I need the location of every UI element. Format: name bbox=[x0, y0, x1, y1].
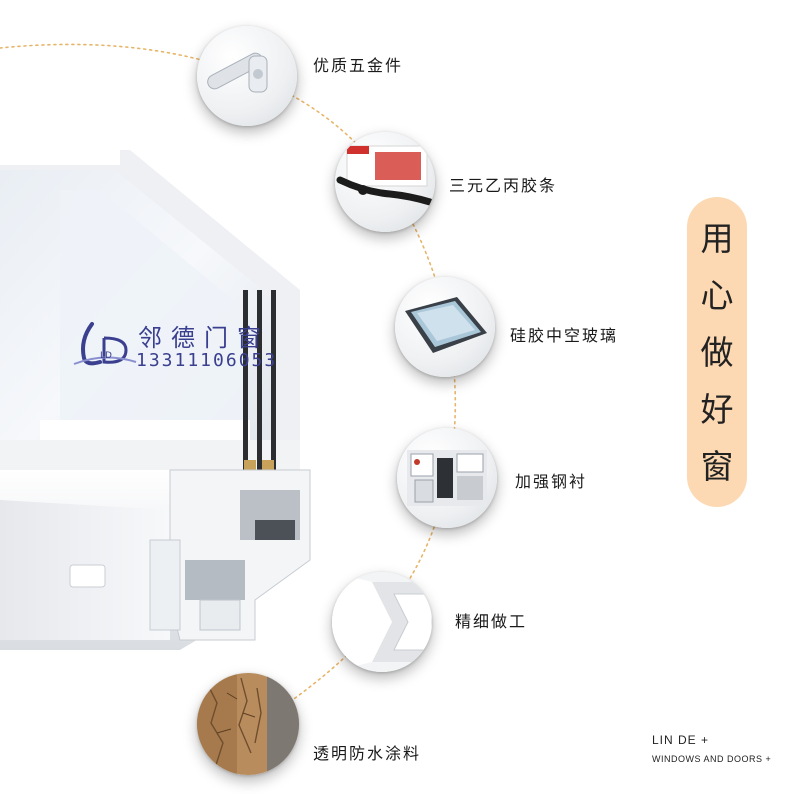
corner-joint-icon bbox=[332, 572, 432, 672]
slogan-char: 做 bbox=[700, 332, 734, 372]
rubber-seal-strip-icon bbox=[335, 132, 435, 232]
feature-label: 透明防水涂料 bbox=[313, 744, 422, 763]
insulated-glass-icon bbox=[395, 277, 495, 377]
brand-mark: LIN DE + WINDOWS AND DOORS + bbox=[652, 733, 771, 764]
slogan-banner: 用 心 做 好 窗 bbox=[687, 197, 747, 507]
feature-label: 加强钢衬 bbox=[515, 472, 588, 491]
slogan-char: 用 bbox=[700, 218, 734, 258]
brand-tagline: WINDOWS AND DOORS + bbox=[652, 754, 772, 764]
waterproof-coating-icon bbox=[197, 673, 299, 775]
svg-text:LD: LD bbox=[100, 351, 112, 361]
watermark-phone: 13311106053 bbox=[136, 350, 278, 371]
slogan-char: 心 bbox=[700, 275, 734, 315]
steel-liner-profile-icon bbox=[397, 428, 497, 528]
window-handle-icon bbox=[197, 26, 297, 126]
slogan-char: 好 bbox=[700, 389, 734, 429]
watermark-name: 邻德门窗 bbox=[138, 324, 270, 352]
slogan-char: 窗 bbox=[700, 446, 734, 486]
feature-label: 三元乙丙胶条 bbox=[449, 176, 558, 195]
ld-logo-icon: LD bbox=[73, 322, 137, 366]
feature-label: 硅胶中空玻璃 bbox=[510, 326, 619, 345]
feature-label: 优质五金件 bbox=[313, 56, 404, 75]
brand-name: LIN DE + bbox=[652, 733, 710, 747]
feature-label: 精细做工 bbox=[455, 612, 528, 631]
